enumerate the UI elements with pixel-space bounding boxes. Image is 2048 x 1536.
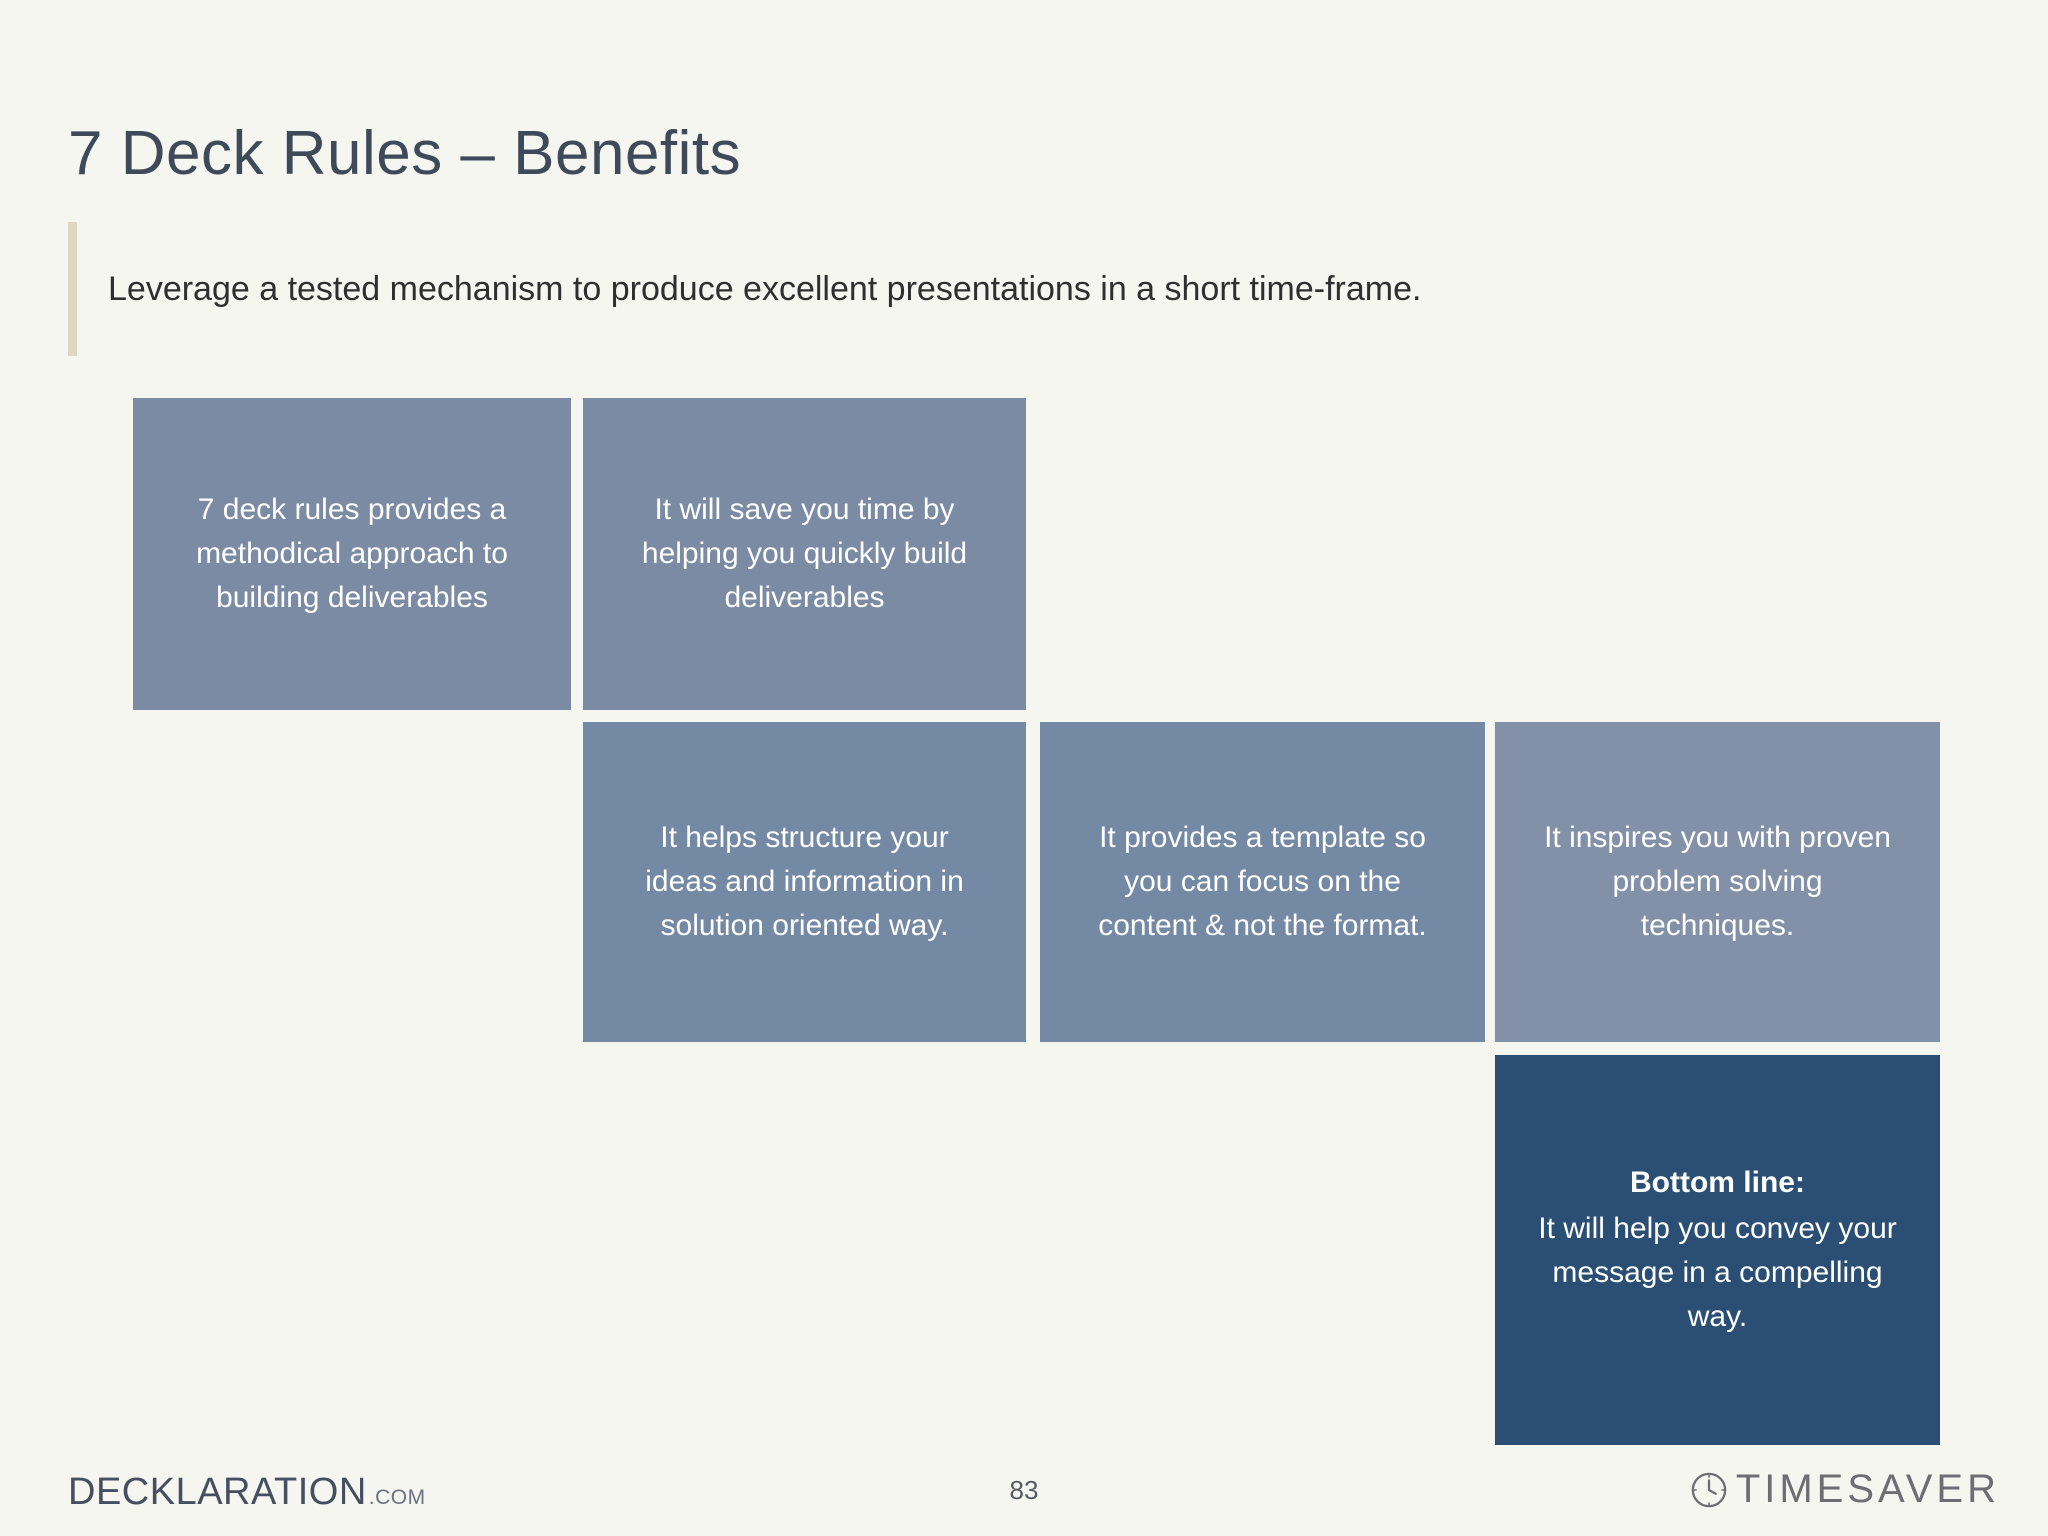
bottom-line-line-2: message in a compelling xyxy=(1552,1256,1883,1289)
benefit-box-4-line-1: It provides a template so xyxy=(1099,820,1426,854)
bottom-line-box: Bottom line: It will help you convey you… xyxy=(1495,1055,1940,1445)
benefit-box-4-line-2: you can focus on the xyxy=(1124,864,1401,898)
benefit-box-5-line-2: problem solving xyxy=(1612,864,1823,898)
decklaration-logo-text: DECKLARATION xyxy=(68,1471,367,1513)
page-title: 7 Deck Rules – Benefits xyxy=(68,118,742,188)
benefit-box-5-line-1: It inspires you with proven xyxy=(1544,820,1891,854)
benefit-box-5-line-3: techniques. xyxy=(1640,909,1795,943)
benefit-box-4-line-3: content & not the format. xyxy=(1098,909,1427,943)
benefit-box-4: It provides a template so you can focus … xyxy=(1040,722,1485,1042)
benefit-box-2: It will save you time by helping you qui… xyxy=(583,398,1026,710)
benefit-box-2-line-1: It will save you time by xyxy=(654,492,955,526)
clock-icon xyxy=(1690,1471,1736,1509)
bottom-line-line-3: way. xyxy=(1687,1300,1748,1334)
benefit-box-2-line-2: helping you quickly build xyxy=(641,536,968,570)
benefit-box-1: 7 deck rules provides a methodical appro… xyxy=(133,398,571,710)
timesaver-logo: TIMESAVER xyxy=(1690,1467,2000,1512)
benefit-box-5: It inspires you with proven problem solv… xyxy=(1495,722,1940,1042)
page-number: 83 xyxy=(1009,1475,1039,1505)
decklaration-logo: DECKLARATION .COM xyxy=(68,1471,426,1514)
bottom-line-line-1: It will help you convey your xyxy=(1538,1211,1897,1245)
benefit-box-1-line-3: building deliverables xyxy=(216,581,488,615)
decklaration-logo-suffix: .COM xyxy=(368,1486,426,1509)
benefit-box-1-line-1: 7 deck rules provides a xyxy=(197,492,507,526)
benefit-box-3-line-2: ideas and information in xyxy=(645,864,964,898)
subtitle-text: Leverage a tested mechanism to produce e… xyxy=(108,269,1422,308)
benefit-box-3-line-1: It helps structure your xyxy=(660,820,949,854)
benefit-box-1-line-2: methodical approach to xyxy=(196,536,508,570)
timesaver-logo-text: TIMESAVER xyxy=(1735,1467,2000,1511)
accent-bar xyxy=(68,222,77,356)
benefit-box-3: It helps structure your ideas and inform… xyxy=(583,722,1026,1042)
benefit-box-3-line-3: solution oriented way. xyxy=(660,909,949,943)
subtitle-block: Leverage a tested mechanism to produce e… xyxy=(68,222,1421,356)
benefit-box-2-line-3: deliverables xyxy=(724,581,885,615)
bottom-line-heading: Bottom line: xyxy=(1630,1165,1805,1199)
